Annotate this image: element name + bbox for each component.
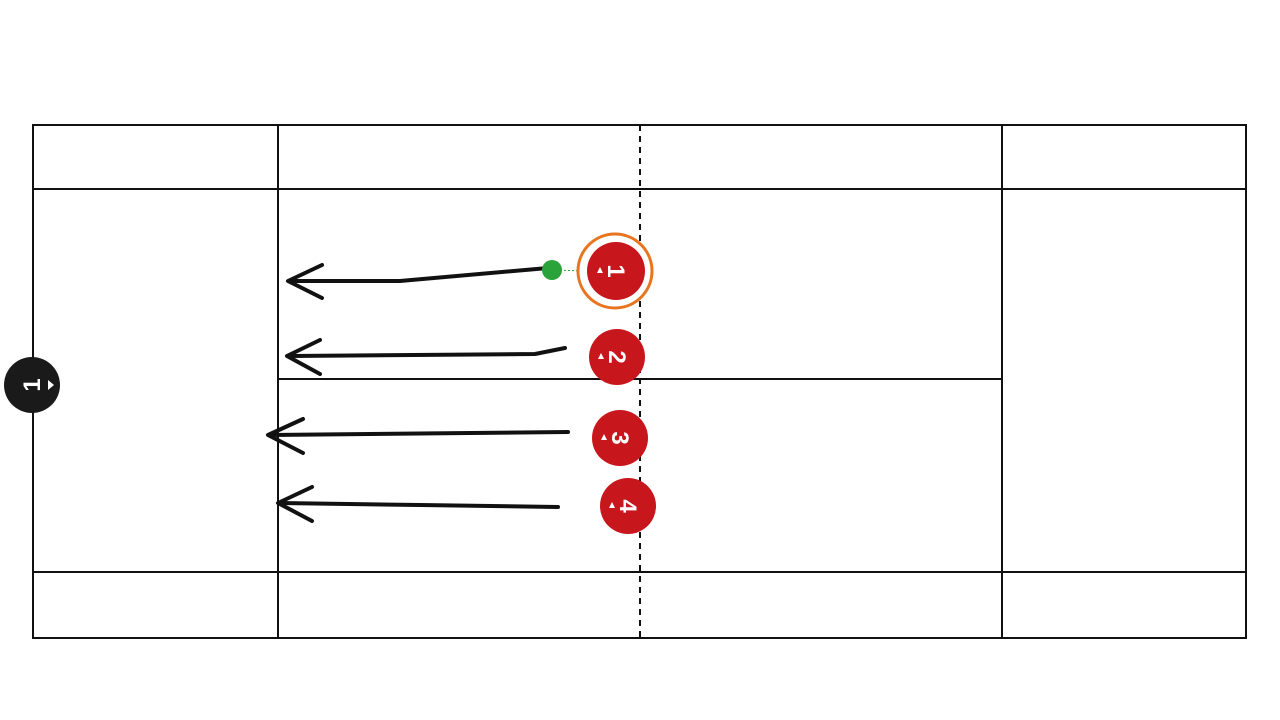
- player-label: 3: [606, 431, 633, 444]
- court: [32, 124, 1247, 639]
- movement-arrows: [266, 263, 570, 523]
- player-black-1[interactable]: 1: [4, 357, 60, 413]
- player-label: 2: [603, 350, 630, 363]
- direction-triangle-icon: [598, 353, 604, 359]
- player-red-1[interactable]: 1: [587, 242, 645, 300]
- direction-triangle-icon: [48, 380, 54, 390]
- green-waypoint-marker[interactable]: [542, 260, 562, 280]
- player-label: 1: [602, 264, 629, 277]
- player-label: 1: [19, 378, 46, 391]
- player-label: 4: [614, 499, 641, 513]
- direction-triangle-icon: [597, 267, 603, 273]
- player-red-2[interactable]: 2: [589, 329, 645, 385]
- arrow-player-4: [276, 485, 560, 523]
- direction-triangle-icon: [601, 434, 607, 440]
- arrow-player-3: [266, 417, 570, 455]
- direction-triangle-icon: [609, 502, 615, 508]
- player-red-3[interactable]: 3: [592, 410, 648, 466]
- arrow-player-2: [285, 338, 567, 376]
- arrow-player-1: [286, 263, 550, 300]
- player-red-4[interactable]: 4: [600, 478, 656, 534]
